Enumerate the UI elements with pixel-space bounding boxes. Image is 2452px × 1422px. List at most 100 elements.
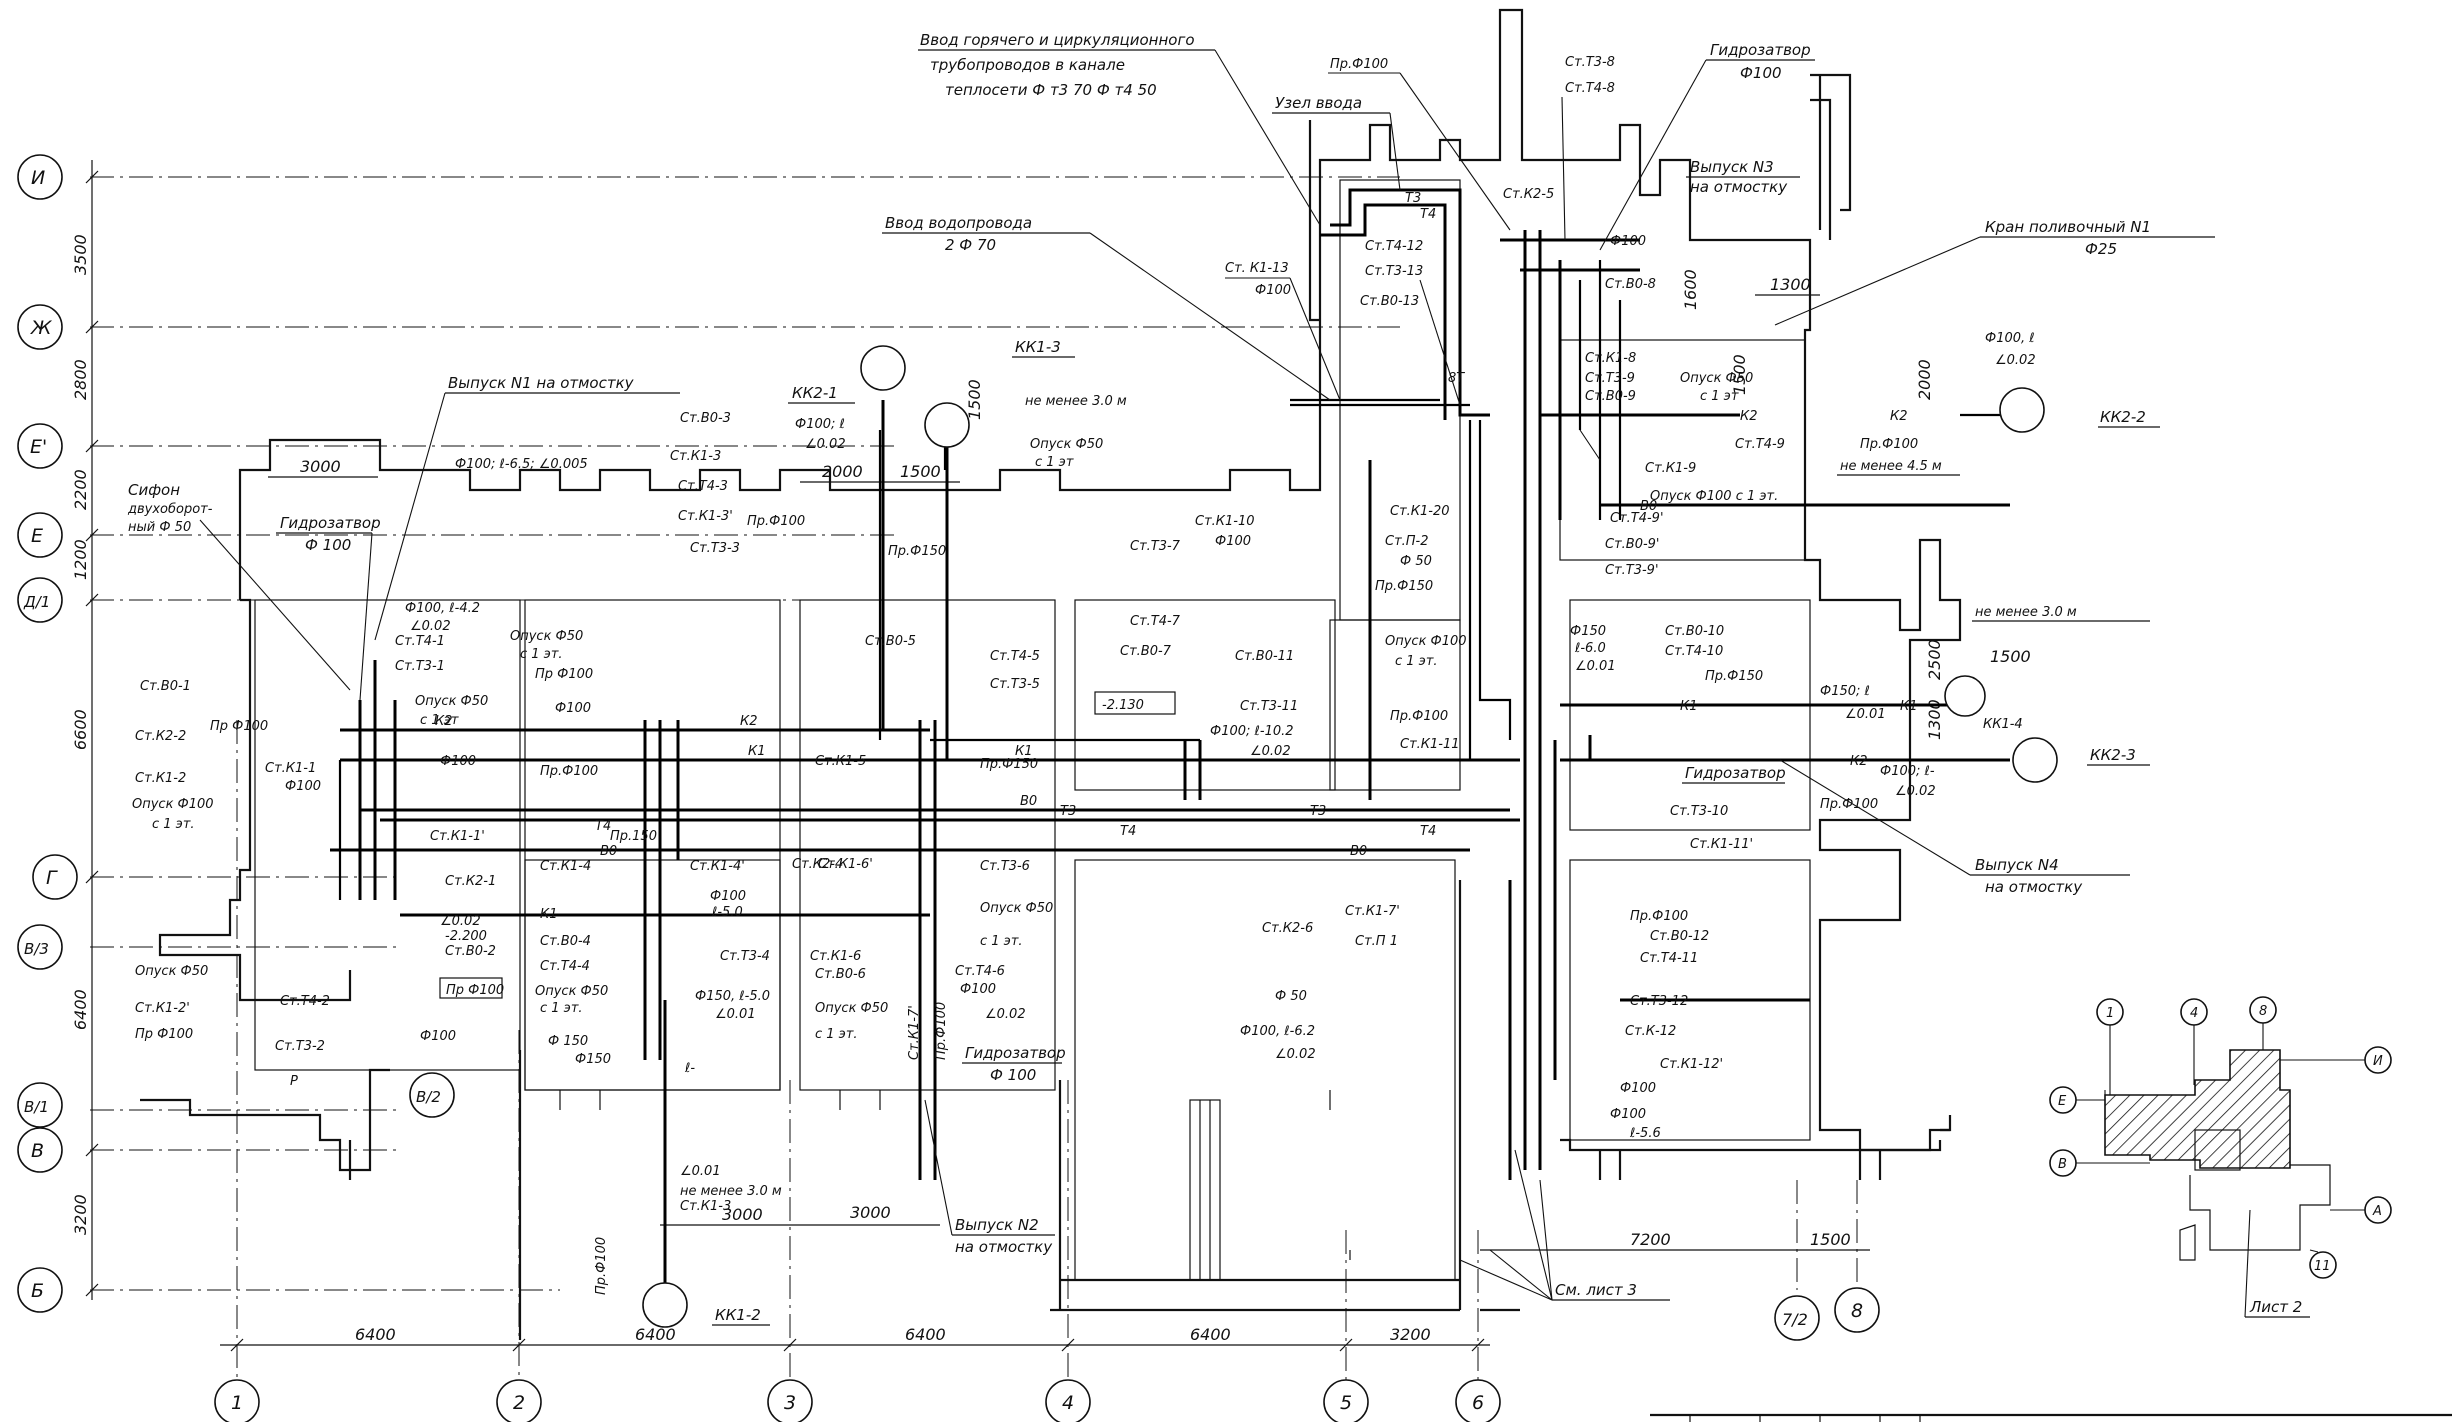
- svg-text:с 1 эт.: с 1 эт.: [152, 817, 195, 832]
- svg-text:Ст.Т4-9: Ст.Т4-9: [1735, 437, 1785, 452]
- svg-text:Ст.К1-11: Ст.К1-11: [1400, 737, 1460, 752]
- well-kk2-1: [924, 402, 970, 448]
- svg-text:Ст.Т3-9': Ст.Т3-9': [1605, 563, 1659, 578]
- svg-text:Сифон: Сифон: [128, 481, 180, 499]
- column-axis-bubbles: 1 2 3 4 5 6 7/2 8: [214, 1287, 1880, 1422]
- svg-text:8: 8: [2259, 1004, 2267, 1019]
- svg-text:Ст.В0-9: Ст.В0-9: [1585, 389, 1636, 404]
- svg-text:∠0.01: ∠0.01: [715, 1007, 756, 1022]
- svg-text:Ст.Т3-2: Ст.Т3-2: [275, 1039, 325, 1054]
- svg-text:Пр.Ф100: Пр.Ф100: [1330, 57, 1388, 72]
- svg-text:Ввод горячего и циркуляционног: Ввод горячего и циркуляционного: [920, 31, 1195, 49]
- svg-text:Ст.В0-7: Ст.В0-7: [1120, 644, 1172, 659]
- svg-text:Пр.150: Пр.150: [610, 829, 657, 844]
- svg-text:не менее 4.5 м: не менее 4.5 м: [1840, 459, 1942, 474]
- title-block-edge: [1650, 1413, 2452, 1422]
- svg-text:Пр Ф100: Пр Ф100: [135, 1027, 193, 1042]
- svg-text:Выпуск N4: Выпуск N4: [1975, 856, 2059, 874]
- svg-text:Опуск Ф100: Опуск Ф100: [132, 797, 214, 812]
- svg-text:P: P: [290, 1074, 298, 1089]
- axis-V2: В/2: [416, 1088, 441, 1106]
- svg-text:с 1 эт: с 1 эт: [1035, 455, 1074, 470]
- svg-text:Ф100: Ф100: [1255, 283, 1291, 298]
- svg-text:Ст.К1-7': Ст.К1-7': [907, 1005, 922, 1060]
- svg-text:В0: В0: [1640, 499, 1657, 514]
- svg-text:Т4: Т4: [1120, 824, 1136, 839]
- svg-text:Ст.Т4-6: Ст.Т4-6: [955, 964, 1005, 979]
- svg-text:Ст.В0-1: Ст.В0-1: [140, 679, 191, 694]
- svg-text:не менее 3.0 м: не менее 3.0 м: [1975, 605, 2077, 620]
- svg-text:Ф 100: Ф 100: [305, 536, 351, 554]
- svg-text:К1: К1: [540, 907, 558, 922]
- svg-text:1500: 1500: [1810, 1230, 1851, 1249]
- svg-text:Ст.К1-8: Ст.К1-8: [1585, 351, 1636, 366]
- svg-text:Ст.П-2: Ст.П-2: [1385, 534, 1429, 549]
- svg-text:Ст.В0-12: Ст.В0-12: [1650, 929, 1709, 944]
- svg-text:Ст.К2-5: Ст.К2-5: [1503, 187, 1554, 202]
- svg-text:Ст.К1-3: Ст.К1-3: [670, 449, 721, 464]
- svg-text:И: И: [2373, 1054, 2383, 1069]
- svg-text:Ст.Т3-11: Ст.Т3-11: [1240, 699, 1298, 714]
- svg-text:Ст.К1-1': Ст.К1-1': [430, 829, 485, 844]
- svg-text:3000: 3000: [722, 1205, 763, 1224]
- svg-text:Пр.Ф100: Пр.Ф100: [540, 764, 598, 779]
- row-axis-bubbles: И Ж Е' Е Д/1 Г В/3 В/1 В Б В/2: [17, 154, 455, 1313]
- svg-text:Ст.Т4-4: Ст.Т4-4: [540, 959, 590, 974]
- svg-text:Ст.К1-20: Ст.К1-20: [1390, 504, 1450, 519]
- well-kk1-3: [860, 345, 906, 391]
- left-callouts: Выпуск N1 на отмостку Сифон двухоборот- …: [127, 374, 680, 701]
- svg-text:∠0.01: ∠0.01: [1575, 659, 1616, 674]
- well-kk1-4-label: КК1-4: [1983, 717, 2023, 732]
- axis-5: 5: [1340, 1392, 1352, 1414]
- svg-text:Ст.К1-2': Ст.К1-2': [135, 1001, 190, 1016]
- svg-text:Ф100: Ф100: [1610, 234, 1646, 249]
- axis-7-2: 7/2: [1782, 1310, 1808, 1329]
- pipelines: [330, 188, 2010, 1300]
- svg-text:1500: 1500: [965, 379, 984, 420]
- svg-text:Ст.Т3-12: Ст.Т3-12: [1630, 994, 1688, 1009]
- svg-text:Выпуск N2: Выпуск N2: [955, 1216, 1039, 1234]
- svg-text:Ф150: Ф150: [1570, 624, 1606, 639]
- svg-text:Ф100; ℓ-: Ф100; ℓ-: [1880, 764, 1935, 779]
- svg-text:2000: 2000: [1915, 359, 1934, 400]
- svg-text:с 1 эт.: с 1 эт.: [815, 1027, 858, 1042]
- svg-text:на отмостку: на отмостку: [1985, 878, 2083, 896]
- svg-text:Ст.К1-10: Ст.К1-10: [1195, 514, 1255, 529]
- svg-text:Пр.Ф100: Пр.Ф100: [594, 1237, 609, 1295]
- building-walls: [140, 8, 1962, 1340]
- svg-text:Пр.Ф100: Пр.Ф100: [934, 1002, 949, 1060]
- svg-text:Ст.К-12: Ст.К-12: [1625, 1024, 1676, 1039]
- svg-text:Гидрозатвор: Гидрозатвор: [1710, 41, 1811, 59]
- svg-text:∠0.02: ∠0.02: [410, 619, 451, 634]
- svg-text:6400: 6400: [905, 1325, 946, 1344]
- svg-text:ный Ф 50: ный Ф 50: [128, 520, 191, 535]
- svg-text:∠0.02: ∠0.02: [440, 914, 481, 929]
- svg-text:с 1 эт.: с 1 эт.: [1395, 654, 1438, 669]
- svg-text:Ст.Т3-3: Ст.Т3-3: [690, 541, 740, 556]
- svg-text:Ф 50: Ф 50: [1275, 989, 1307, 1004]
- svg-text:Опуск Ф100: Опуск Ф100: [1385, 634, 1467, 649]
- svg-text:В0: В0: [1020, 794, 1037, 809]
- svg-text:Ст.Т3-13: Ст.Т3-13: [1365, 264, 1423, 279]
- svg-text:А: А: [2372, 1204, 2382, 1219]
- svg-text:Ст.В0-8: Ст.В0-8: [1605, 277, 1656, 292]
- svg-text:Ст.В0-6: Ст.В0-6: [815, 967, 866, 982]
- svg-text:Ф100: Ф100: [420, 1029, 456, 1044]
- well-kk2-2-label: КК2-2: [2100, 408, 2146, 426]
- svg-text:Пр.Ф150: Пр.Ф150: [888, 544, 946, 559]
- axis-V: В: [31, 1140, 44, 1162]
- list-2-label: Лист 2: [2249, 1298, 2302, 1316]
- svg-text:Ст.К1-6': Ст.К1-6': [818, 857, 873, 872]
- svg-text:Ф100: Ф100: [285, 779, 321, 794]
- svg-text:1300: 1300: [1770, 275, 1811, 294]
- svg-text:Ст.Т3-4: Ст.Т3-4: [720, 949, 770, 964]
- svg-text:7200: 7200: [1630, 1230, 1671, 1249]
- svg-text:11: 11: [2314, 1259, 2331, 1274]
- axis-Zh: Ж: [30, 317, 53, 339]
- svg-text:6400: 6400: [71, 989, 90, 1030]
- svg-text:Опуск Ф50: Опуск Ф50: [980, 901, 1053, 916]
- svg-text:∠0.02: ∠0.02: [1275, 1047, 1316, 1062]
- svg-text:Ст.П 1: Ст.П 1: [1355, 934, 1398, 949]
- svg-text:Т3: Т3: [1060, 804, 1076, 819]
- svg-text:Выпуск N3: Выпуск N3: [1690, 158, 1774, 176]
